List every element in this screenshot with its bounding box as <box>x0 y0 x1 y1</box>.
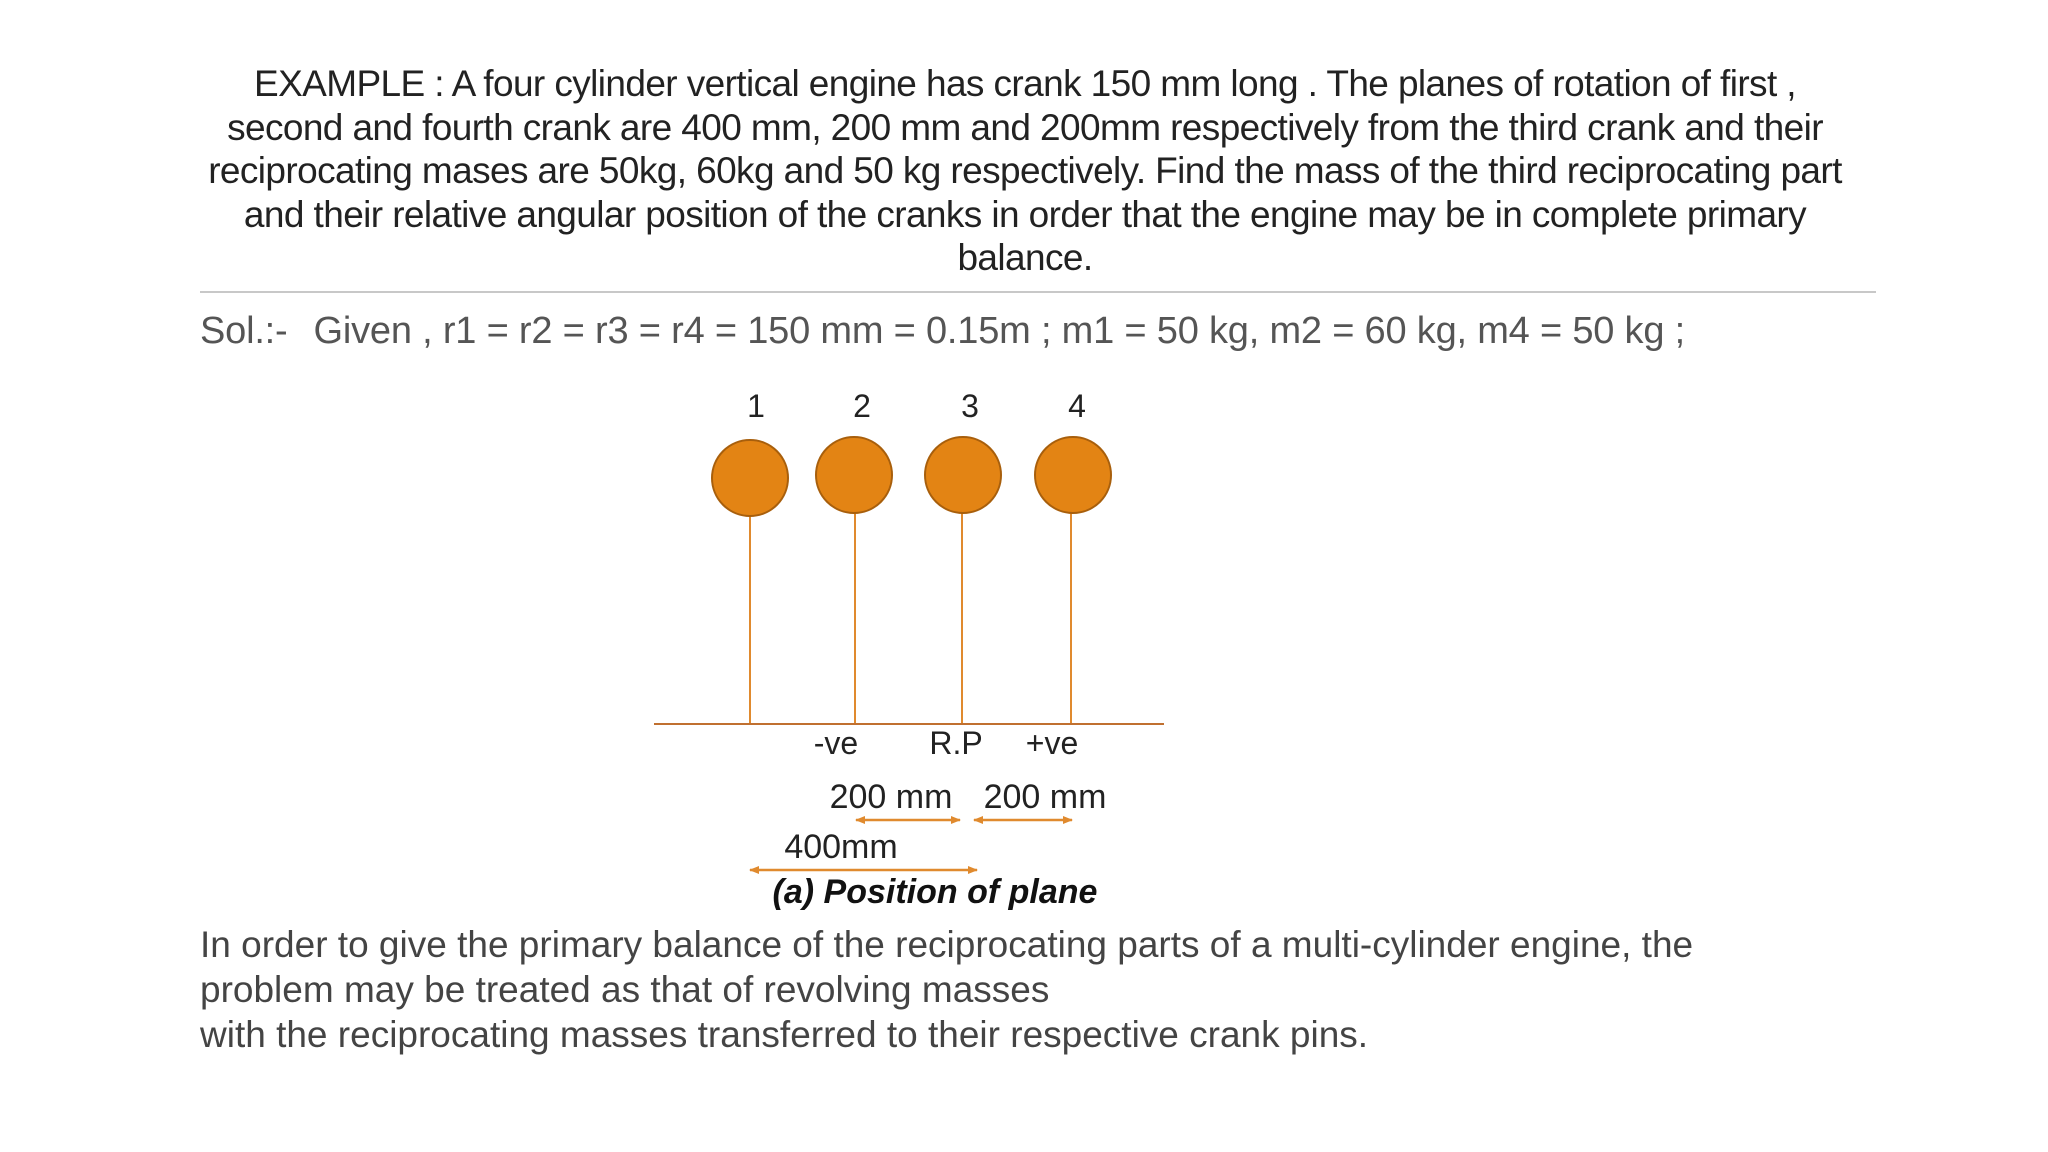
problem-line: EXAMPLE : A four cylinder vertical engin… <box>253 63 1797 104</box>
problem-line: second and fourth crank are 400 mm, 200 … <box>227 106 1823 148</box>
divider <box>200 291 1876 293</box>
explanation-line: problem may be treated as that of revolv… <box>200 969 1050 1010</box>
crank-label-3: 3 <box>961 388 979 424</box>
dimension-left-label: 200 mm <box>830 778 953 816</box>
crank-label-4: 4 <box>1068 388 1086 424</box>
mass-2 <box>815 436 893 514</box>
mass-3 <box>924 436 1002 514</box>
problem-line: and their relative angular position of t… <box>243 193 1807 235</box>
solution-label: Sol.:- <box>200 310 288 352</box>
problem-line: reciprocating mases are 50kg, 60kg and 5… <box>208 150 1842 191</box>
explanation-line: with the reciprocating masses transferre… <box>200 1014 1369 1055</box>
dimension-long-label: 400mm <box>784 828 897 866</box>
problem-line: balance. <box>957 237 1093 278</box>
reference-plane-label: R.P <box>929 725 982 761</box>
negative-side-label: -ve <box>814 725 858 761</box>
mass-4 <box>1034 436 1112 514</box>
problem-statement: EXAMPLE : A four cylinder vertical engin… <box>200 62 1850 280</box>
mass-1 <box>711 439 789 517</box>
explanation-line: In order to give the primary balance of … <box>200 924 1694 965</box>
diagram-caption: (a) Position of plane <box>773 873 1098 911</box>
dimension-right-label: 200 mm <box>984 778 1107 816</box>
given-data: Sol.:- Given , r1 = r2 = r3 = r4 = 150 mm… <box>200 310 1685 353</box>
positive-side-label: +ve <box>1026 725 1078 761</box>
given-values: Given , r1 = r2 = r3 = r4 = 150 mm = 0.1… <box>313 310 1686 352</box>
crank-label-2: 2 <box>853 388 871 424</box>
explanation-text: In order to give the primary balance of … <box>200 922 1900 1057</box>
crank-label-1: 1 <box>747 388 765 424</box>
